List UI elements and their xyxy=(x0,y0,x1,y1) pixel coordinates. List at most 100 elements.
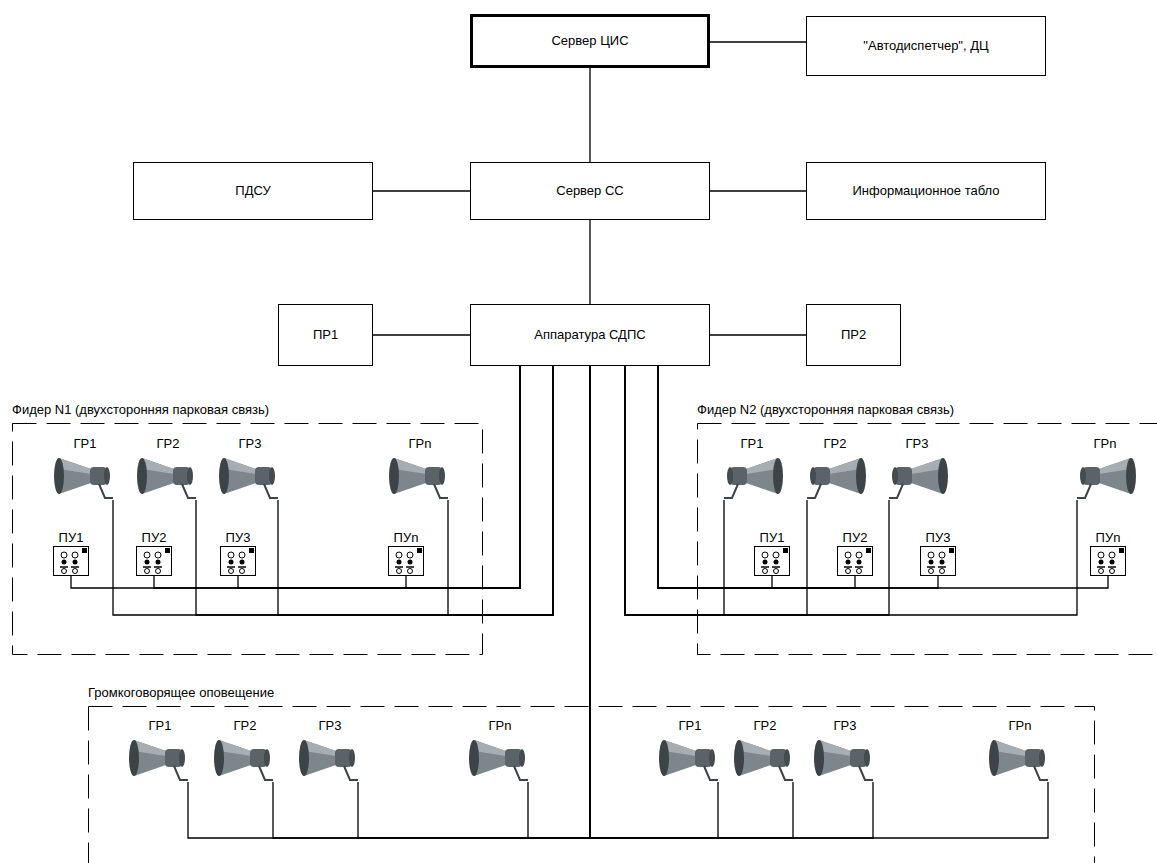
panel-button xyxy=(239,552,245,558)
horn-mouth xyxy=(856,458,866,494)
panel-button xyxy=(73,569,78,574)
horn-bracket xyxy=(264,484,278,498)
control-panel-icon xyxy=(388,546,424,576)
panel-button xyxy=(773,552,779,558)
loudspeaker-icon xyxy=(53,452,117,500)
horn-cap xyxy=(519,749,525,767)
horn-bracket xyxy=(174,766,188,780)
region-heading: Фидер N2 (двухсторонняя парковая связь) xyxy=(697,402,954,418)
horn-mouth xyxy=(389,458,399,494)
panel-frame xyxy=(137,547,172,576)
device-label: ГРn xyxy=(1009,718,1032,734)
loudspeaker-icon xyxy=(218,452,282,500)
loudspeaker-node: ГРn xyxy=(468,718,532,782)
panel-lever xyxy=(1097,566,1105,568)
panel-button xyxy=(845,552,851,558)
loudspeaker-icon xyxy=(1073,452,1137,500)
loudspeaker-node: ГР2 xyxy=(136,436,200,500)
loudspeaker-shape xyxy=(214,740,273,780)
loudspeaker-node: ГР2 xyxy=(213,718,277,782)
horn-bracket xyxy=(182,484,196,498)
box-label: Аппаратура СДПС xyxy=(534,327,645,343)
horn-mouth xyxy=(659,740,669,776)
loudspeaker-shape xyxy=(807,458,866,498)
wire-connector xyxy=(625,366,1077,615)
panel-button xyxy=(408,560,413,565)
control-panel-node: ПУ2 xyxy=(134,530,174,576)
panel-button xyxy=(1109,552,1115,558)
panel-button xyxy=(929,560,934,565)
device-label: ПУ2 xyxy=(142,530,167,546)
panel-button xyxy=(229,560,234,565)
panel-lever xyxy=(844,566,852,568)
horn-cap xyxy=(1080,467,1086,485)
box-label: Сервер СС xyxy=(556,183,623,199)
horn-bracket xyxy=(889,484,903,498)
wire-connector xyxy=(658,366,1108,588)
horn-cap xyxy=(1039,749,1045,767)
control-panel-icon xyxy=(920,546,956,576)
horn-bracket xyxy=(344,766,358,780)
box-label: ПР1 xyxy=(313,327,338,343)
panel-lever xyxy=(60,566,68,568)
control-panel-node: ПУ3 xyxy=(218,530,258,576)
panel-button xyxy=(928,552,934,558)
loudspeaker-icon xyxy=(136,452,200,500)
region-heading: Фидер N1 (двухсторонняя парковая связь) xyxy=(12,402,269,418)
horn-mouth xyxy=(299,740,309,776)
horn-mouth xyxy=(129,740,139,776)
horn-bracket xyxy=(779,766,793,780)
control-panel-icon xyxy=(837,546,873,576)
loudspeaker-shape xyxy=(54,458,113,498)
device-label: ПУ3 xyxy=(226,530,251,546)
horn-cap xyxy=(864,749,870,767)
wire-connector xyxy=(448,366,553,615)
panel-button xyxy=(846,560,851,565)
equipment-box: Аппаратура СДПС xyxy=(470,304,710,366)
loudspeaker-icon xyxy=(298,734,362,782)
panel-button xyxy=(144,552,150,558)
control-panel-node: ПУ1 xyxy=(51,530,91,576)
panel-button xyxy=(62,569,67,574)
panel-button xyxy=(774,569,779,574)
wire-connector xyxy=(358,366,590,838)
loudspeaker-shape xyxy=(389,458,448,498)
panel-marker xyxy=(949,548,954,553)
panel-button xyxy=(1110,569,1115,574)
loudspeaker-shape xyxy=(989,740,1048,780)
device-label: ГР2 xyxy=(157,436,180,452)
radio-box: ПР1 xyxy=(278,304,373,366)
wire-connector xyxy=(154,366,520,588)
panel-button xyxy=(763,560,768,565)
device-label: ГР1 xyxy=(741,436,764,452)
device-label: ГР2 xyxy=(754,718,777,734)
horn-bracket xyxy=(724,484,738,498)
loudspeaker-shape xyxy=(137,458,196,498)
panel-button xyxy=(408,569,413,574)
panel-button xyxy=(156,569,161,574)
panel-lever xyxy=(227,566,235,568)
panel-button xyxy=(73,560,78,565)
wire-connector xyxy=(590,366,718,838)
panel-button xyxy=(857,560,862,565)
device-label: ГР1 xyxy=(149,718,172,734)
panel-lever xyxy=(406,566,414,568)
panel-lever xyxy=(938,566,946,568)
dashed-outline xyxy=(13,424,483,655)
loudspeaker-node: ГР3 xyxy=(885,436,949,500)
loudspeaker-shape xyxy=(724,458,783,498)
panel-button xyxy=(62,560,67,565)
panel-frame xyxy=(755,547,790,576)
panel-button xyxy=(940,560,945,565)
wire-connector xyxy=(710,41,806,42)
wire-connector xyxy=(71,366,520,588)
panel-button xyxy=(1099,560,1104,565)
panel-button xyxy=(1099,569,1104,574)
panel-marker xyxy=(82,548,87,553)
wire-connector xyxy=(589,220,590,304)
panel-button xyxy=(1110,560,1115,565)
control-panel-node: ПУ1 xyxy=(752,530,792,576)
device-label: ГР3 xyxy=(906,436,929,452)
display-box: Информационное табло xyxy=(806,162,1046,220)
